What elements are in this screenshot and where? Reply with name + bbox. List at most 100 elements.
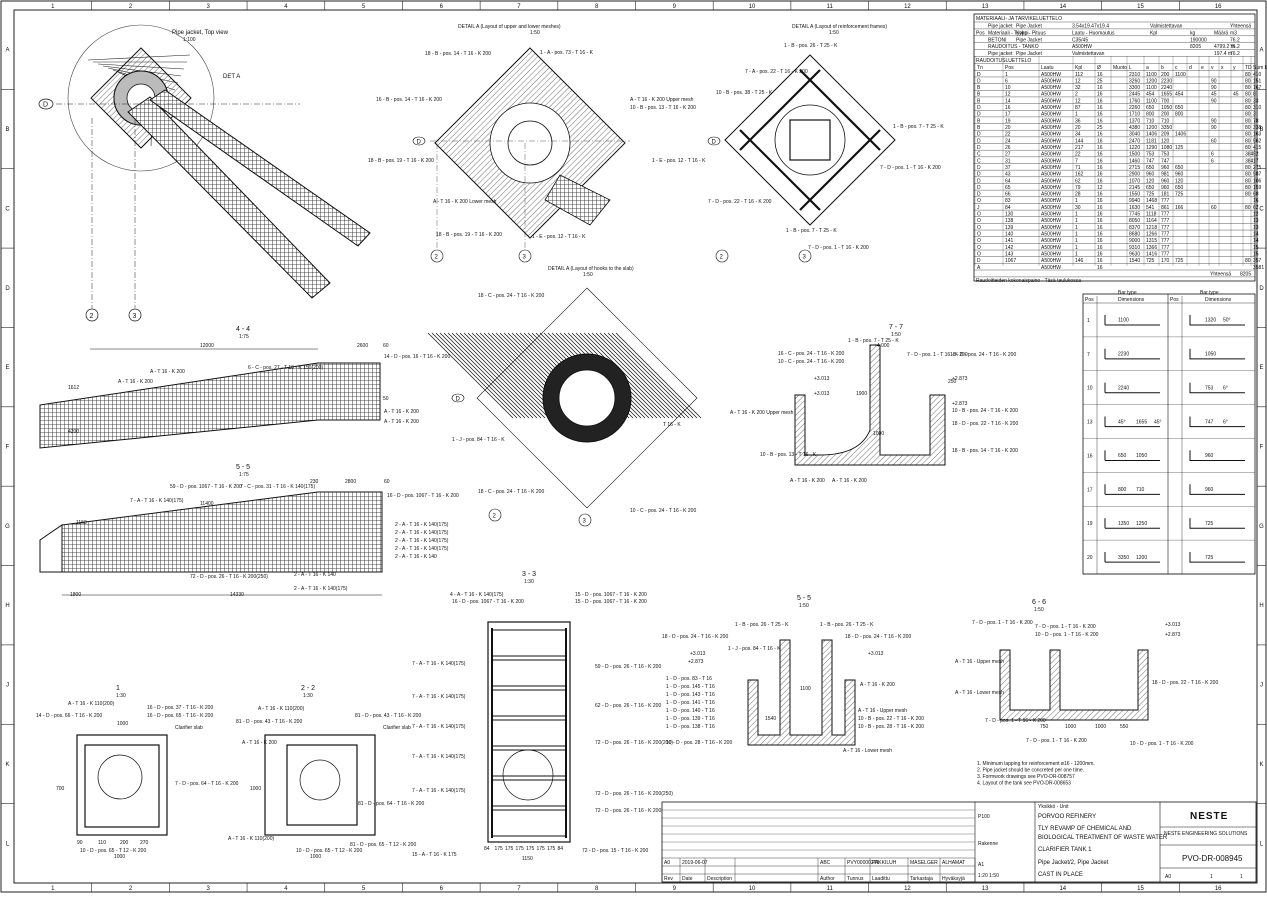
hook-ray	[439, 332, 526, 419]
bom-bar-cell: 12	[1253, 212, 1259, 218]
bom-bar-cell: 777	[1161, 245, 1170, 251]
sec55-label: 7 - C - pos. 31 - T 16 - K 140(175)	[240, 484, 315, 490]
bom-bar-cell: 2240	[1161, 85, 1172, 91]
bom-material-cell: 4799.2 m	[1214, 44, 1235, 50]
bom-bar-cell: 138	[1005, 218, 1014, 224]
view-detail-a-frames: DETAIL A (Layout of reinforcement frames…	[707, 24, 944, 263]
bom-bar-cell: 960	[1161, 165, 1170, 171]
stirrup	[491, 659, 567, 687]
bom-bar-cell: 36	[1075, 118, 1081, 124]
detail-a1-label: 1 - E - pos. 12 - T 16 - K	[652, 158, 706, 164]
view-detail-a-hooks: DETAIL A (Layout of hooks to the slab) 1…	[427, 266, 702, 527]
bom-bar-cell: 16	[1097, 232, 1103, 238]
axis-3-label: 3	[133, 313, 137, 320]
bom-bar-cell: 16	[1097, 258, 1103, 264]
tb-rev-header: Date	[682, 876, 693, 882]
bom-bar-header: Ø	[1097, 65, 1101, 71]
sec33-pipe	[502, 749, 554, 801]
bom-header: Materiaali - Tyyppi	[988, 30, 1028, 36]
grid-col-top: 8	[595, 4, 599, 10]
bom-bar-cell: 587	[1253, 172, 1262, 178]
bom-bar-cell: 777	[1161, 198, 1170, 204]
sec77-label: 10 - B - pos. 24 - T 16 - K 200	[952, 408, 1018, 414]
bartype-dim-right: Dimensions	[1205, 297, 1232, 303]
bom-bar-cell: A500HW	[1041, 158, 1061, 164]
sec44-label: 14 - D - pos. 16 - T 16 - K 200	[384, 354, 450, 360]
sec55-wall	[61, 491, 383, 573]
bom-bar-cell: 1540	[1129, 258, 1140, 264]
bom-table: MATERIAALI- JA TARVIKELUETTELO Pipe jack…	[973, 13, 1267, 284]
sec11-rebar	[84, 744, 160, 828]
sec11-label: A - T 16 - K 110(200)	[68, 701, 114, 707]
bom-bar-cell: 1100	[1146, 98, 1157, 104]
sec33-title: 3 - 3	[522, 571, 536, 578]
bom-bar-cell: 9000	[1129, 238, 1140, 244]
bom-bar-cell: 27	[1005, 152, 1011, 158]
sec11-scale: 1:30	[116, 693, 126, 699]
bom-bar-cell: 16	[1097, 238, 1103, 244]
bartype-dim: 1250	[1136, 521, 1147, 527]
axis-3-bubble	[128, 308, 142, 322]
bom-bar-cell: 16	[1097, 85, 1103, 91]
bom-bar-cell: 275	[1253, 165, 1262, 171]
bom-bar-cell: 1050	[1161, 105, 1172, 111]
sec77-labels: +4.000+3.013+2.873+3.013+2.8731900250100…	[730, 338, 1018, 484]
frame-bar	[799, 69, 881, 151]
bom-bar-cell: A500HW	[1041, 165, 1061, 171]
detail-a2-bubble-2	[715, 249, 729, 263]
bom-bar-cell: 90	[1211, 85, 1217, 91]
sec77-label: 10 - B - pos. 13 - T 16 - K	[760, 452, 817, 458]
tb-rev-header: Laadittu	[872, 876, 890, 882]
bom-material-cell: RAUDOITUS - TANKO	[988, 44, 1039, 50]
sec22-label: 81 - D - pos. 64 - T 16 - K 200	[358, 801, 424, 807]
bom-bar-cell: 30	[1075, 205, 1081, 211]
bom-bar-cell: C	[977, 152, 981, 158]
bom-bar-cell: 3581	[1253, 265, 1264, 271]
sec33-stirrups	[491, 628, 567, 838]
tb-rev-cell: ALHAMAT	[942, 860, 965, 866]
sec55b-dim: 1100	[800, 686, 811, 692]
bom-bar-cell: 6	[1005, 78, 1008, 84]
bom-bar-cell: A500HW	[1041, 218, 1061, 224]
sec33-dim: 175	[526, 846, 535, 852]
tb-title-3: CLARIFIER TANK 1	[1038, 847, 1092, 853]
sec55-label: 59 - D - pos. 1067 - T 16 - K 200	[170, 484, 242, 490]
bom-title: MATERIAALI- JA TARVIKELUETTELO	[976, 16, 1062, 22]
grid-labels: 1122334455667788991010111112121313141415…	[5, 4, 1264, 892]
bom-bar-cell: 2900	[1129, 172, 1140, 178]
detail-a3-label: 18 - C - pos. 24 - T 16 - K 200	[478, 293, 544, 299]
bom-total-value: 8205	[1240, 272, 1251, 278]
tb-rev-header: Author	[820, 876, 835, 882]
bom-bar-cell: 1550	[1129, 192, 1140, 198]
sec77-level: +2.873	[952, 376, 968, 382]
sec55-label: 2 - A - T 16 - K 140(175)	[395, 538, 449, 544]
sec55b-dim: 1540	[765, 716, 776, 722]
bom-bar-cell: 4380	[1129, 125, 1140, 131]
bar-shape	[1189, 314, 1245, 326]
bom-bar-cell: A500HW	[1041, 225, 1061, 231]
pipe-jacket-arm-1	[127, 96, 331, 299]
bom-bar-cell: 1200	[1146, 125, 1157, 131]
sec77-level: +3.013	[814, 376, 830, 382]
bom-bar-cell: A500HW	[1041, 185, 1061, 191]
sec33-label: 7 - A - T 16 - K 140(175)	[412, 788, 466, 794]
bom-bar-header: c	[1175, 65, 1178, 71]
bom-bar-cell: A500HW	[1041, 212, 1061, 218]
sec66-label: 18 - D - pos. 22 - T 16 - K 200	[1152, 680, 1218, 686]
sec11-dim: 1000	[114, 854, 125, 860]
sec55-label: 2 - A - T 16 - K 140(175)	[395, 522, 449, 528]
bom-bar-title: RAUDOITUSLUETTELO	[976, 58, 1031, 64]
sec77-label: 16 - C - pos. 24 - T 16 - K 200	[778, 351, 844, 357]
grid-col-top: 11	[827, 4, 834, 10]
sec11-dim: 90	[77, 840, 83, 846]
sec77-label: 10 - C - pos. 24 - T 16 - K 200	[778, 359, 844, 365]
bar-shape	[1104, 484, 1160, 495]
sec55-dim: 14330	[230, 592, 244, 598]
bar-shape	[1189, 484, 1245, 495]
sec44-dim: 1612	[68, 385, 79, 391]
sec44-scale: 1:75	[239, 334, 249, 340]
